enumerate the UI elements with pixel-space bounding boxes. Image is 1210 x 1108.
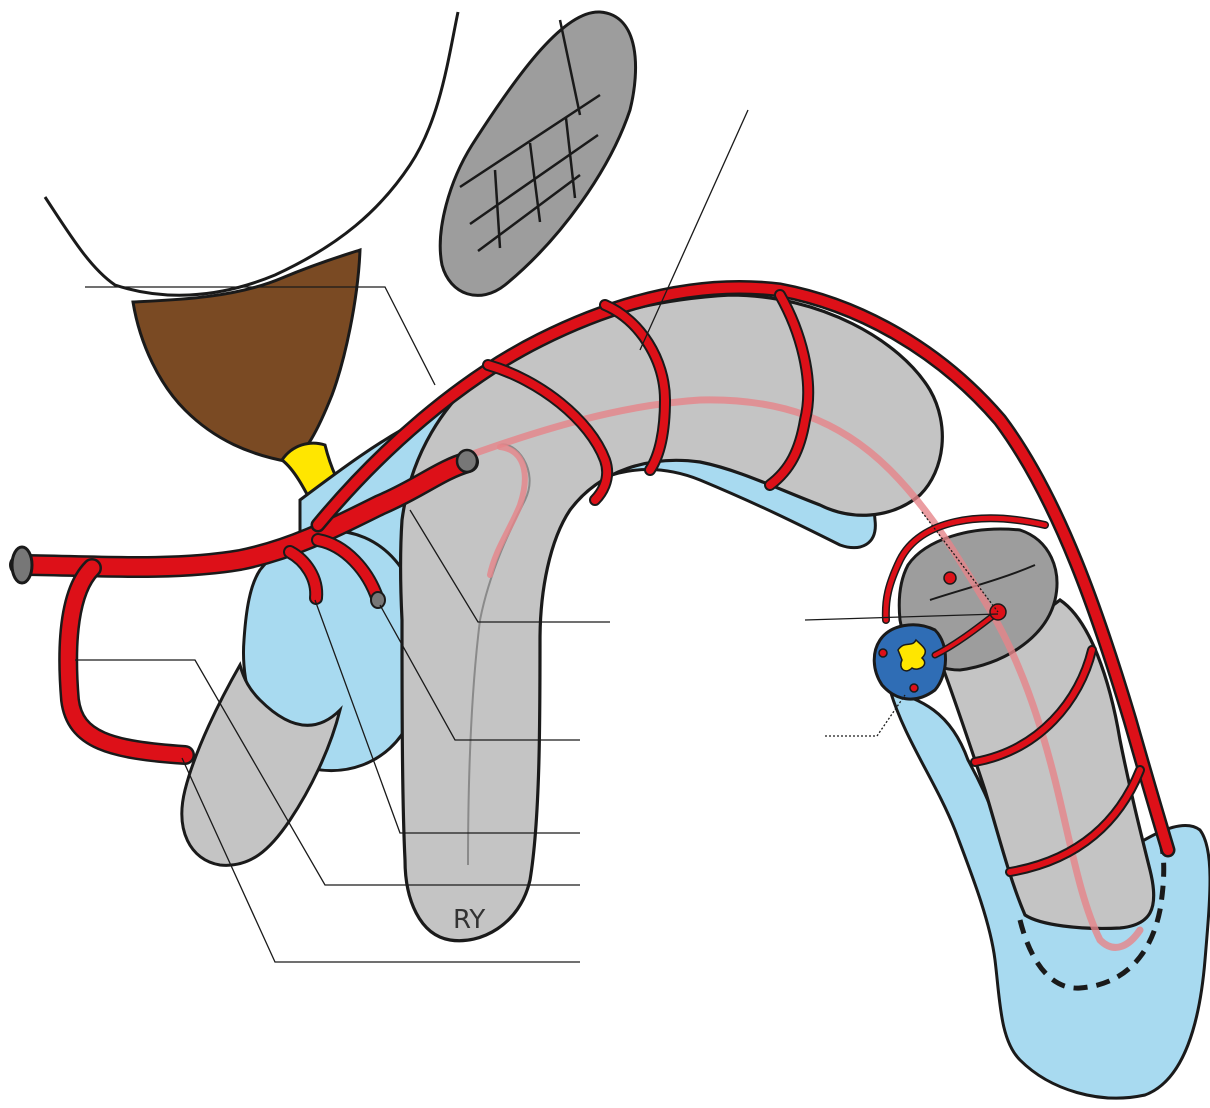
artery-end-lower bbox=[371, 592, 385, 608]
lymph-node bbox=[874, 625, 945, 699]
cap-dot-upper bbox=[944, 572, 956, 584]
organ-label-ry: RY bbox=[453, 905, 485, 935]
spleen-shape bbox=[440, 12, 635, 295]
liver-shape bbox=[133, 250, 360, 462]
artery-stump-left bbox=[12, 547, 32, 583]
artery-end-upper bbox=[457, 450, 477, 472]
upper-organ-outline bbox=[45, 12, 458, 295]
